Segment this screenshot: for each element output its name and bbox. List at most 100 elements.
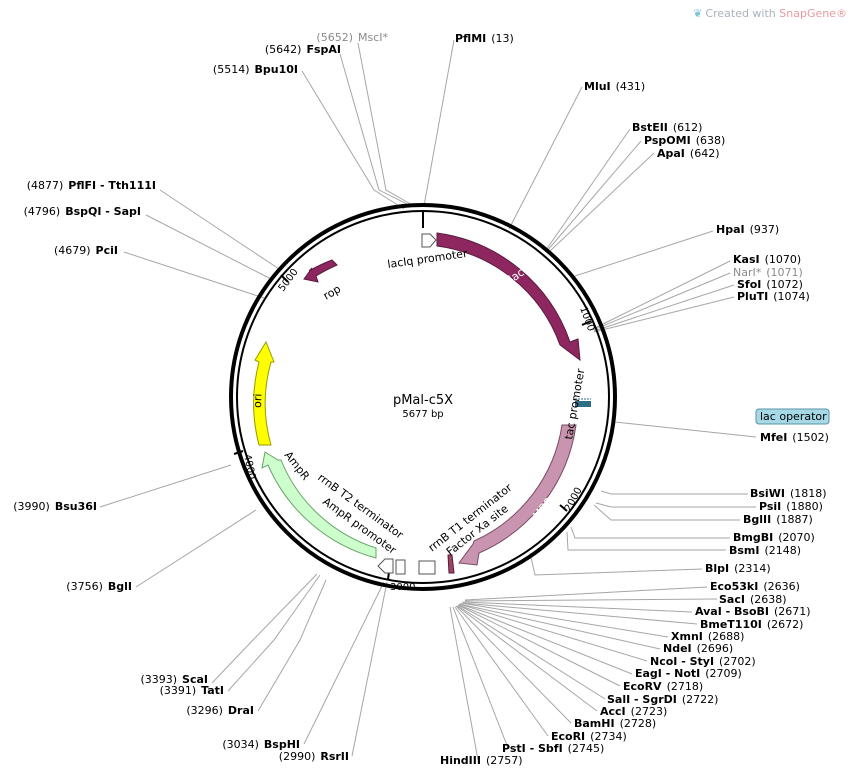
site-label-BmgBI: BmgBI(2070)	[733, 531, 815, 544]
feature-label-ori: ori	[251, 393, 264, 408]
site-pos-NdeI: (2696)	[697, 642, 734, 655]
site-name-EcoRV: EcoRV	[623, 680, 662, 693]
credit-mark: ®	[836, 7, 847, 20]
site-pos-BlpI: (2314)	[734, 562, 771, 575]
credit-brand: SnapGene	[779, 7, 836, 20]
site-label-EcoRI: EcoRI(2734)	[551, 730, 627, 743]
rrnB-T1-box	[418, 560, 436, 575]
lac-operator-label-box	[755, 408, 830, 425]
site-pos-PsiI: (1880)	[786, 500, 823, 513]
site-label-XmnI: XmnI(2688)	[671, 630, 744, 643]
site-label-BglII: BglII(1887)	[743, 513, 813, 526]
site-label-PstI: PstI - SbfI(2745)	[502, 742, 604, 755]
feature-label-rop: rop	[321, 282, 343, 302]
snapgene-leaf-icon: ❦	[693, 7, 703, 20]
MBP-arrow	[458, 424, 577, 566]
site-pos-SacI: (2638)	[750, 593, 787, 606]
site-pos-BsmI: (2148)	[765, 544, 802, 557]
site-name-BspQI: BspQI - SapI	[65, 205, 141, 218]
site-name-BglI: BglI	[108, 580, 132, 593]
site-pos-BspQI: (4796)	[24, 205, 61, 218]
site-label-Bpu10I: (5514) Bpu10I	[213, 63, 298, 76]
ampR-promoter-arrow	[377, 558, 394, 574]
site-pos-BglII: (1887)	[776, 513, 813, 526]
site-pos-BspHI: (3034)	[222, 738, 259, 751]
site-name-DraI: DraI	[228, 704, 254, 717]
site-pos-FspAI: (5642)	[265, 43, 302, 56]
site-pos-AvaI: (2671)	[774, 605, 811, 618]
site-name-Eco53kI: Eco53kI	[710, 580, 758, 593]
site-label-RsrII: (2990)RsrII	[279, 750, 349, 763]
factor-xa-marker	[447, 554, 455, 574]
site-name-BamHI: BamHI	[574, 717, 615, 730]
site-label-HindIII: HindIII(2757)	[440, 754, 523, 767]
site-name-ApaI: ApaI	[657, 147, 685, 160]
site-label-BglI: (3756) BglI	[66, 580, 132, 593]
site-label-MfeI: MfeI(1502)	[760, 431, 829, 444]
site-label-FspAI: (5642) FspAI	[265, 43, 341, 56]
site-pos-DraI: (3296)	[186, 704, 223, 717]
site-name-AccI: AccI	[600, 705, 626, 718]
site-pos-EagI: (2709)	[705, 667, 742, 680]
site-name-NarI: NarI*	[733, 266, 762, 279]
credit-prefix: Created with	[705, 7, 776, 20]
site-pos-Bpu10I: (5514)	[213, 63, 250, 76]
site-label-BspQI: (4796) BspQI - SapI	[24, 205, 141, 218]
site-label-SalI: SalI - SgrDI(2722)	[607, 693, 718, 706]
site-pos-PflMI: (13)	[491, 32, 514, 45]
site-pos-PluTI: (1074)	[773, 290, 810, 303]
rop-arrow	[303, 259, 338, 283]
site-name-XmnI: XmnI	[671, 630, 703, 643]
site-label-DraI: (3296) DraI	[186, 704, 254, 717]
site-pos-ApaI: (642)	[690, 147, 720, 160]
site-name-NdeI: NdeI	[663, 642, 692, 655]
site-name-TatI: TatI	[201, 684, 224, 697]
site-name-MluI: MluI	[584, 80, 611, 93]
site-pos-BglI: (3756)	[66, 580, 103, 593]
site-name-HpaI: HpaI	[716, 223, 745, 236]
site-pos-MscI: (5652)	[316, 31, 353, 44]
site-label-PluTI: PluTI (1074)	[737, 290, 810, 303]
site-name-PsiI: PsiI	[759, 500, 781, 513]
site-name-PluTI: PluTI	[737, 290, 768, 303]
site-pos-EcoRV: (2718)	[667, 680, 704, 693]
site-name-EcoRI: EcoRI	[551, 730, 585, 743]
tick-label-2000: 2000	[563, 486, 585, 514]
site-name-FspAI: FspAI	[306, 43, 341, 56]
right-site-labels: PflMI(13) MluI(431) BstEII(612) PspOMI(6…	[440, 32, 829, 767]
site-pos-Eco53kI: (2636)	[763, 580, 800, 593]
site-pos-BsiWI: (1818)	[790, 487, 827, 500]
lac-operator-marker	[575, 398, 591, 407]
site-label-NdeI: NdeI (2696)	[663, 642, 733, 655]
tick-label-4000: 4000	[241, 453, 257, 480]
site-label-TatI: (3391)TatI	[160, 684, 224, 697]
site-pos-RsrII: (2990)	[279, 750, 316, 763]
site-pos-SfoI: (1072)	[766, 278, 803, 291]
site-pos-PstI: (2745)	[568, 742, 605, 755]
ori-arrow	[253, 340, 275, 446]
site-label-BstEII: BstEII(612)	[632, 121, 702, 134]
site-label-HpaI: HpaI (937)	[716, 223, 779, 236]
site-pos-PspOMI: (638)	[696, 134, 726, 147]
site-pos-HpaI: (937)	[750, 223, 780, 236]
backbone-inner-strand	[236, 210, 610, 584]
site-pos-HindIII: (2757)	[486, 754, 523, 767]
site-pos-BamHI: (2728)	[620, 717, 657, 730]
site-name-SalI: SalI - SgrDI	[607, 693, 677, 706]
site-pos-MfeI: (1502)	[792, 431, 829, 444]
site-name-Bpu10I: Bpu10I	[255, 63, 299, 76]
site-pos-ScaI: (3393)	[140, 673, 177, 686]
site-pos-AccI: (2723)	[631, 705, 668, 718]
site-label-MluI: MluI(431)	[584, 80, 645, 93]
site-name-PciI: PciI	[96, 244, 118, 257]
site-label-Bsu36I: (3990)Bsu36I	[13, 500, 97, 513]
site-label-SacI: SacI(2638)	[719, 593, 787, 606]
site-pos-NarI: (1071)	[766, 266, 803, 279]
site-name-BstEII: BstEII	[632, 121, 668, 134]
feature-label-lacIq-promoter: lacIq promoter	[387, 247, 469, 271]
site-name-BsiWI: BsiWI	[750, 487, 785, 500]
site-name-BspHI: BspHI	[264, 738, 300, 751]
site-name-MscI: MscI*	[358, 31, 389, 44]
site-name-BlpI: BlpI	[705, 562, 729, 575]
site-label-MscI: (5652) MscI*	[316, 31, 388, 44]
